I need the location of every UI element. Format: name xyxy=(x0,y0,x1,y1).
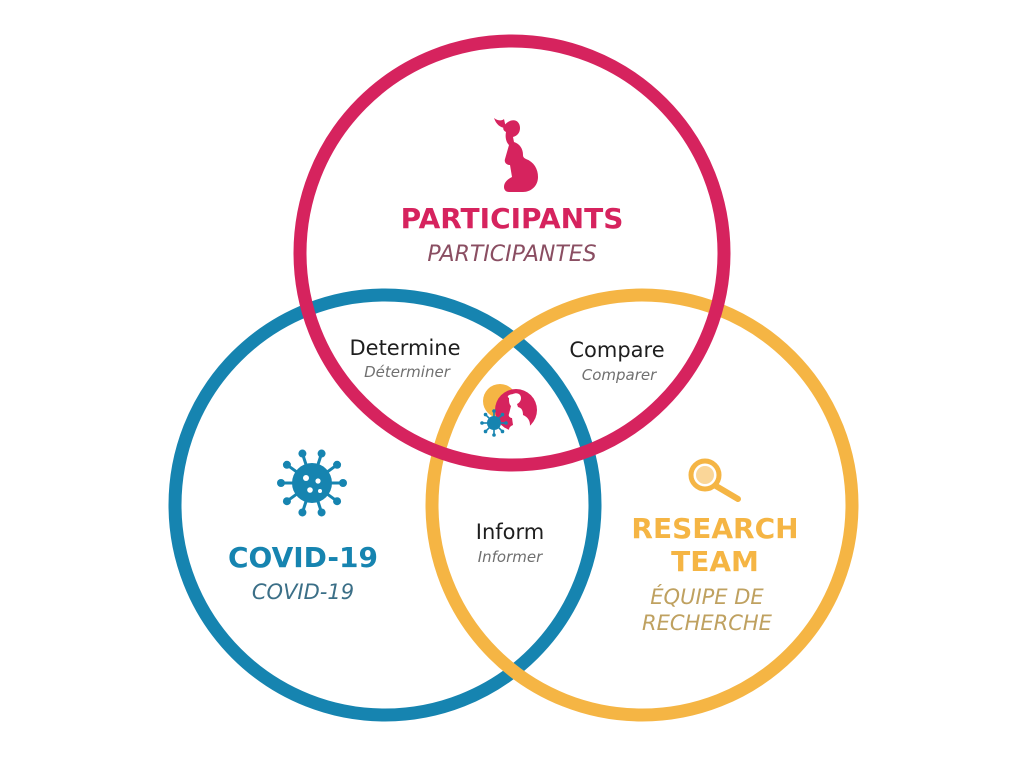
overlap-participants-research-label: Compare xyxy=(569,338,664,362)
overlap-covid-research-sublabel: Informer xyxy=(478,548,543,566)
virus-icon xyxy=(277,449,347,517)
covid-label: COVID-19 xyxy=(228,541,378,574)
overlap-participants-covid-label: Determine xyxy=(349,336,460,360)
overlap-covid-research-label: Inform xyxy=(476,520,544,544)
participants-label: PARTICIPANTS xyxy=(401,202,624,235)
research-sublabel-line2: RECHERCHE xyxy=(642,611,773,635)
participants-circle xyxy=(293,34,731,472)
covid-sublabel: COVID-19 xyxy=(252,580,354,604)
research-label-line1: RESEARCH xyxy=(631,512,798,545)
research-team-circle xyxy=(425,288,859,722)
overlap-participants-covid-sublabel: Déterminer xyxy=(364,363,451,381)
research-label-line2: TEAM xyxy=(671,545,759,578)
overlap-participants-research-sublabel: Comparer xyxy=(582,366,657,384)
magnifier-icon xyxy=(688,458,741,502)
participants-sublabel: PARTICIPANTES xyxy=(427,242,596,267)
combined-center-icon xyxy=(480,384,537,437)
research-sublabel-line1: ÉQUIPE DE xyxy=(650,584,764,609)
pregnant-woman-icon xyxy=(494,118,538,192)
covid-circle xyxy=(168,288,602,722)
